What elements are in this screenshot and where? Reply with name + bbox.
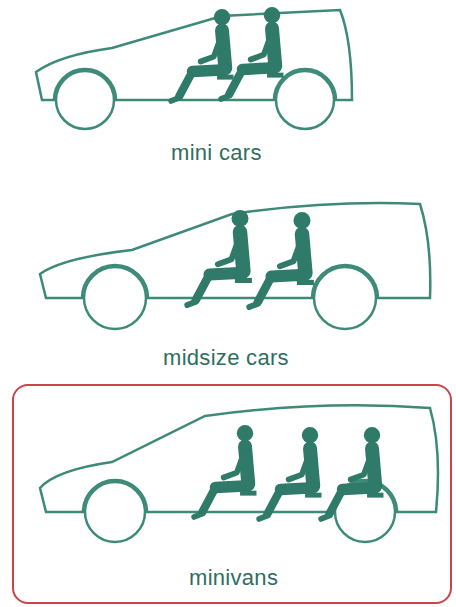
midsize-car xyxy=(40,203,430,329)
car-class-label: minivans xyxy=(189,565,278,591)
minivan xyxy=(40,405,438,542)
highlight-frame: minivans xyxy=(12,384,452,604)
car-class-label: mini cars xyxy=(171,140,262,166)
car-class-label: midsize cars xyxy=(163,345,289,371)
mini-car xyxy=(36,10,352,129)
